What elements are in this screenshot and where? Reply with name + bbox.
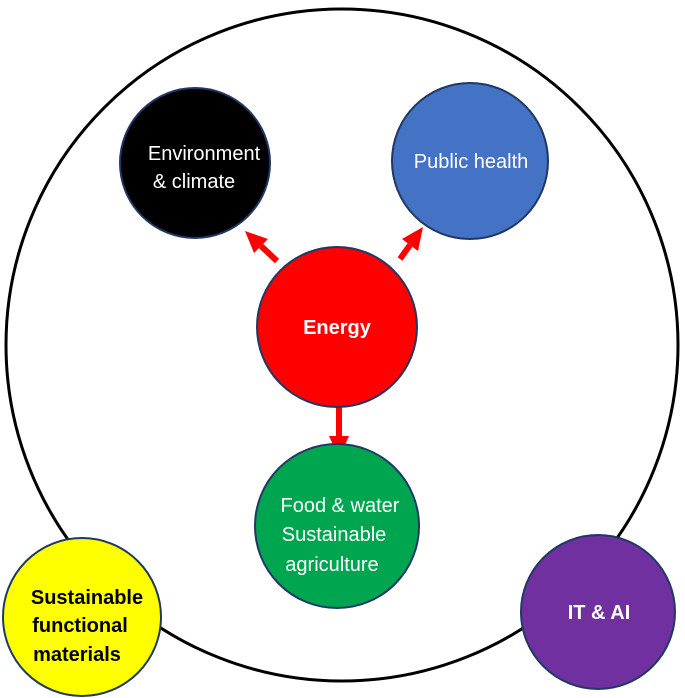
node-public-health-circle (391, 82, 549, 240)
node-materials-label-line2: functional (32, 615, 128, 637)
node-environment-climate: Environment & climate (119, 87, 271, 239)
node-public-health: Public health (391, 82, 549, 240)
node-sustainable-materials: Sustainable functional materials (2, 537, 162, 697)
node-it-ai-circle (520, 534, 676, 690)
node-food-water: Food & water Sustainable agriculture (254, 443, 420, 609)
node-environment-label-line1: Environment (148, 143, 261, 165)
node-food-label-line3: agriculture (285, 554, 378, 576)
node-it-ai: IT & AI (520, 534, 676, 690)
node-energy: Energy (256, 246, 418, 408)
node-materials-circle (2, 537, 162, 697)
arrow-to-environment (245, 231, 280, 264)
node-environment-label-line2: & climate (153, 171, 235, 193)
node-it-ai-label: IT & AI (568, 602, 631, 624)
node-food-label-line2: Sustainable (282, 524, 387, 546)
node-public-health-label: Public health (414, 151, 529, 173)
node-food-label-line1: Food & water (281, 495, 400, 517)
node-energy-label: Energy (303, 317, 372, 339)
node-materials-label-line3: materials (33, 644, 121, 666)
node-food-water-circle (254, 443, 420, 609)
node-materials-label-line1: Sustainable (31, 587, 143, 609)
node-environment-circle (119, 87, 271, 239)
arrow-to-public-health (397, 227, 423, 261)
node-energy-circle (256, 246, 418, 408)
